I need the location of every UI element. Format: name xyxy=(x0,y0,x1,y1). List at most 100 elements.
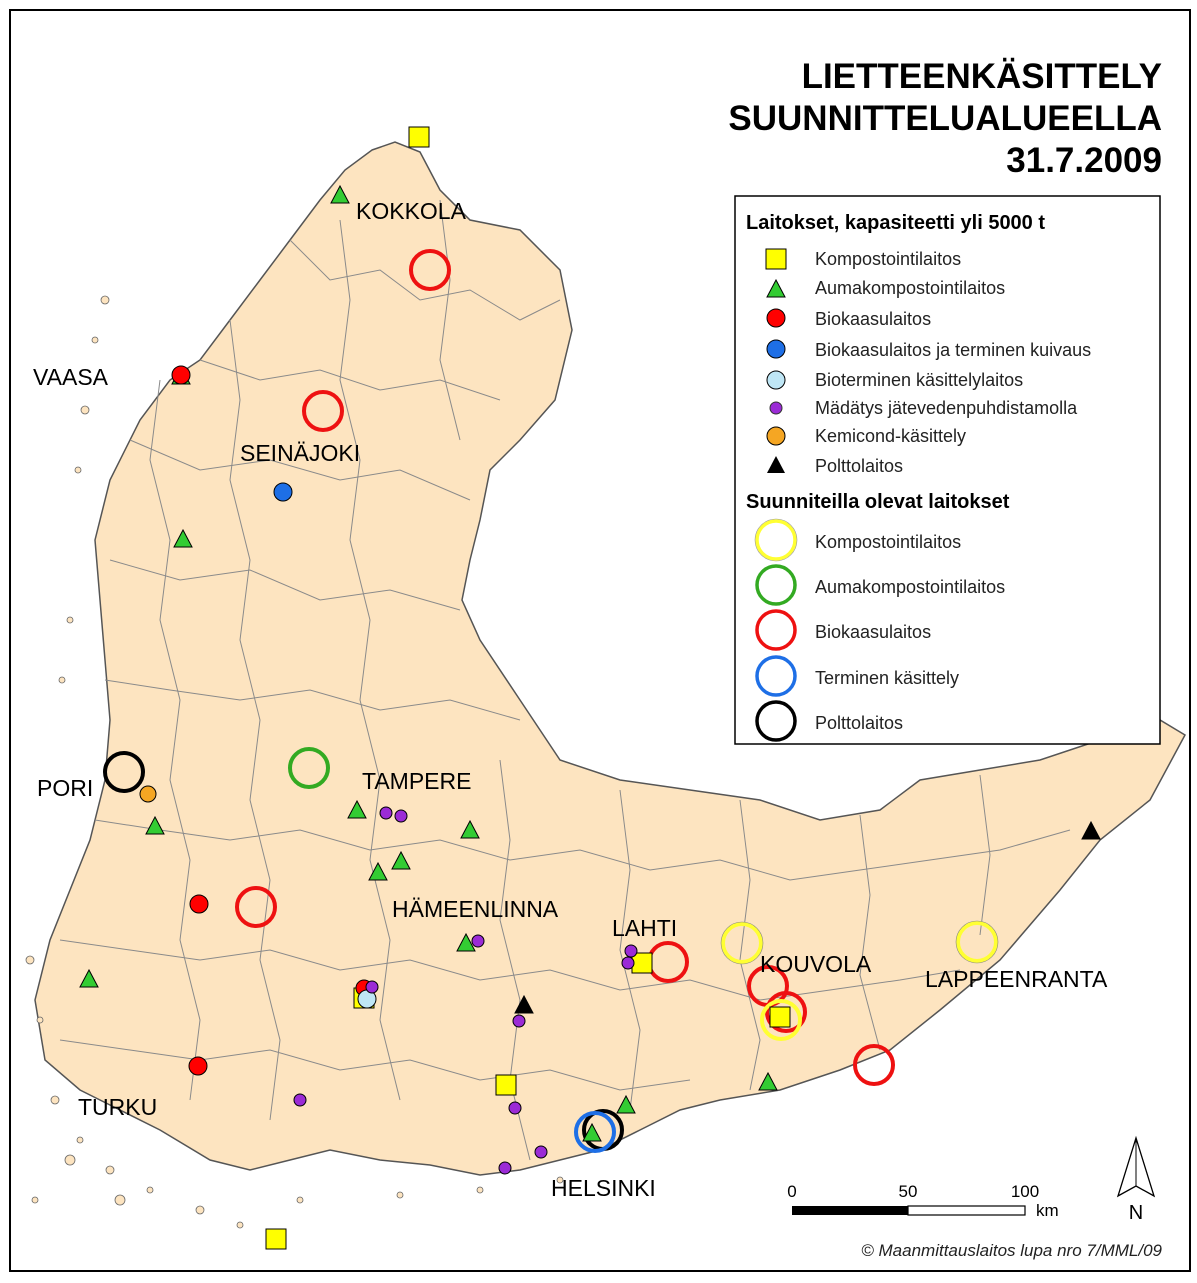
north-label: N xyxy=(1129,1202,1143,1224)
copyright-credit: © Maanmittauslaitos lupa nro 7/MML/09 xyxy=(861,1241,1162,1260)
legend-existing-label: Kemicond-käsittely xyxy=(815,426,966,446)
legend-planned-label: Biokaasulaitos xyxy=(815,622,931,642)
legend-yellow-ring-icon xyxy=(755,519,797,561)
legend-green-ring-icon xyxy=(755,564,797,606)
legend-planned-label: Polttolaitos xyxy=(815,713,903,733)
biogas-thermal-dot xyxy=(273,482,293,502)
windrow-triangle xyxy=(145,815,165,835)
city-labels: KOKKOLA VAASA SEINÄJOKI PORI TAMPERE HÄM… xyxy=(33,198,1108,1201)
legend-existing-label: Kompostointilaitos xyxy=(815,249,961,269)
digestion-dot xyxy=(498,1161,512,1175)
city-label: LAHTI xyxy=(612,915,677,941)
legend-existing-label: Bioterminen käsittelylaitos xyxy=(815,370,1023,390)
planned-compost-ring-outline xyxy=(955,920,999,964)
planned-compost-ring xyxy=(760,999,802,1041)
digestion-dot xyxy=(508,1101,522,1115)
windrow-triangle xyxy=(368,861,388,881)
scale-tick-label: 100 xyxy=(1011,1182,1039,1201)
existing-facilities xyxy=(79,126,1101,1250)
windrow-triangle xyxy=(391,850,411,870)
legend-yellow-ring-outline xyxy=(754,518,798,562)
planned-compost-ring xyxy=(721,922,763,964)
planned-biogas-ring xyxy=(409,249,451,291)
city-label: TAMPERE xyxy=(362,768,471,794)
legend-planned-label: Kompostointilaitos xyxy=(815,532,961,552)
compost-plant-square xyxy=(265,1228,287,1250)
windrow-triangle xyxy=(616,1094,636,1114)
legend-existing-label: Biokaasulaitos ja terminen kuivaus xyxy=(815,340,1091,360)
city-label: HÄMEENLINNA xyxy=(392,896,559,922)
title-line-2: SUUNNITTELUALUEELLA xyxy=(728,99,1162,138)
map-border xyxy=(9,9,1191,1272)
land-area xyxy=(34,141,1186,1176)
city-label: KOKKOLA xyxy=(356,198,467,224)
planned-biogas-ring xyxy=(853,1044,895,1086)
legend-planned-heading: Suunniteilla olevat laitokset xyxy=(746,491,1010,513)
planned-windrow-ring xyxy=(288,747,330,789)
compost-plant-square xyxy=(495,1074,517,1096)
legend-existing-label: Polttolaitos xyxy=(815,456,903,476)
legend-purple-dot-icon xyxy=(769,401,783,415)
legend-planned-label: Terminen käsittely xyxy=(815,668,959,688)
digestion-dot xyxy=(624,944,638,958)
scale-unit: km xyxy=(1036,1201,1059,1220)
city-label: PORI xyxy=(37,775,93,801)
biogas-dot xyxy=(189,894,209,914)
city-label: LAPPEENRANTA xyxy=(925,966,1108,992)
scale-segment-filled xyxy=(792,1206,908,1215)
biogas-dot xyxy=(171,365,191,385)
legend-planned-label: Aumakompostointilaitos xyxy=(815,577,1005,597)
digestion-dot xyxy=(534,1145,548,1159)
scale-bar: 0 50 100 km xyxy=(787,1182,1058,1220)
digestion-dot xyxy=(365,980,379,994)
digestion-dot xyxy=(293,1093,307,1107)
planned-biogas-ring xyxy=(235,886,277,928)
title-line-1: LIETTEENKÄSITTELY xyxy=(802,57,1162,96)
incineration-triangle xyxy=(1081,820,1101,840)
north-arrow-icon: N xyxy=(1116,1135,1156,1224)
legend-lightblue-dot-icon xyxy=(766,370,786,390)
legend-existing-label: Aumakompostointilaitos xyxy=(815,278,1005,298)
compost-plant-square xyxy=(408,126,430,148)
kemicond-dot xyxy=(139,785,157,803)
city-label: HELSINKI xyxy=(551,1175,656,1201)
digestion-dot xyxy=(379,806,393,820)
legend-black-triangle-icon xyxy=(767,456,785,473)
planned-compost-ring xyxy=(956,921,998,963)
legend-blue-dot-icon xyxy=(766,339,786,359)
digestion-dot xyxy=(394,809,408,823)
compost-plant-square xyxy=(769,1006,791,1028)
windrow-triangle xyxy=(460,819,480,839)
windrow-triangle xyxy=(173,528,193,548)
legend-red-dot-icon xyxy=(766,308,786,328)
digestion-dot xyxy=(512,1014,526,1028)
planned-thermal-ring xyxy=(574,1111,616,1153)
windrow-triangle xyxy=(79,968,99,988)
legend-red-ring-icon xyxy=(755,609,797,651)
digestion-dot xyxy=(621,956,635,970)
biogas-dot xyxy=(188,1056,208,1076)
city-label: TURKU xyxy=(78,1094,157,1120)
planned-biogas-ring xyxy=(302,390,344,432)
digestion-dot xyxy=(471,934,485,948)
windrow-triangle xyxy=(758,1071,778,1091)
title-line-3: 31.7.2009 xyxy=(1006,141,1162,180)
legend-green-triangle-icon xyxy=(766,278,786,298)
legend-orange-dot-icon xyxy=(766,426,786,446)
legend-square-icon xyxy=(765,248,787,270)
windrow-triangle xyxy=(330,184,350,204)
planned-compost-ring-outline xyxy=(720,921,764,965)
planned-biogas-ring xyxy=(765,991,807,1033)
map-title: LIETTEENKÄSITTELY SUUNNITTELUALUEELLA 31… xyxy=(728,57,1162,180)
planned-facilities xyxy=(103,249,999,1153)
legend-existing-heading: Laitokset, kapasiteetti yli 5000 t xyxy=(746,212,1045,234)
scale-segment-empty xyxy=(907,1205,1026,1216)
legend-existing-label: Biokaasulaitos xyxy=(815,309,931,329)
legend: Laitokset, kapasiteetti yli 5000 t Kompo… xyxy=(734,195,1161,745)
scale-tick-label: 0 xyxy=(787,1182,796,1201)
city-label: KOUVOLA xyxy=(760,951,872,977)
windrow-triangle xyxy=(347,799,367,819)
legend-blue-ring-icon xyxy=(755,655,797,697)
legend-box xyxy=(734,195,1161,745)
